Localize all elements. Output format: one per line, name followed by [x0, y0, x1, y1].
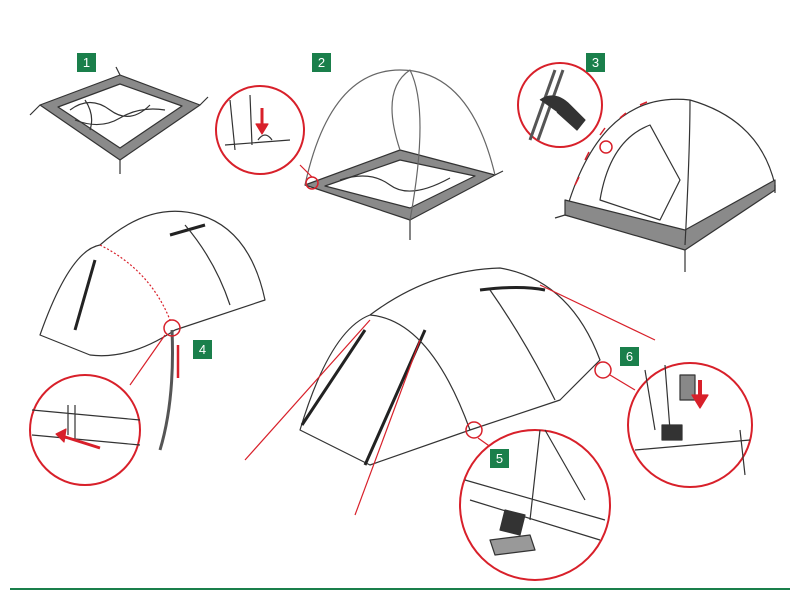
- main-tent-illustration: [244, 267, 656, 516]
- step4-detail-circle: [29, 374, 141, 486]
- step-2-badge: 2: [312, 53, 331, 72]
- step-6-badge: 6: [620, 347, 639, 366]
- step5-detail-illustration: [459, 429, 611, 581]
- step-3-badge: 3: [586, 53, 605, 72]
- step5-detail-circle: [459, 429, 611, 581]
- step-5-badge: 5: [490, 449, 509, 468]
- step6-detail-illustration: [609, 362, 753, 488]
- step-1-badge: 1: [77, 53, 96, 72]
- step2-poles-illustration: [215, 69, 504, 240]
- step1-floor-illustration: [29, 66, 209, 174]
- step3-inner-tent-illustration: [517, 62, 776, 272]
- step4-flysheet-illustration: [29, 210, 266, 486]
- bottom-divider: [10, 588, 790, 590]
- step6-detail-circle: [627, 362, 753, 488]
- step-4-badge: 4: [193, 340, 212, 359]
